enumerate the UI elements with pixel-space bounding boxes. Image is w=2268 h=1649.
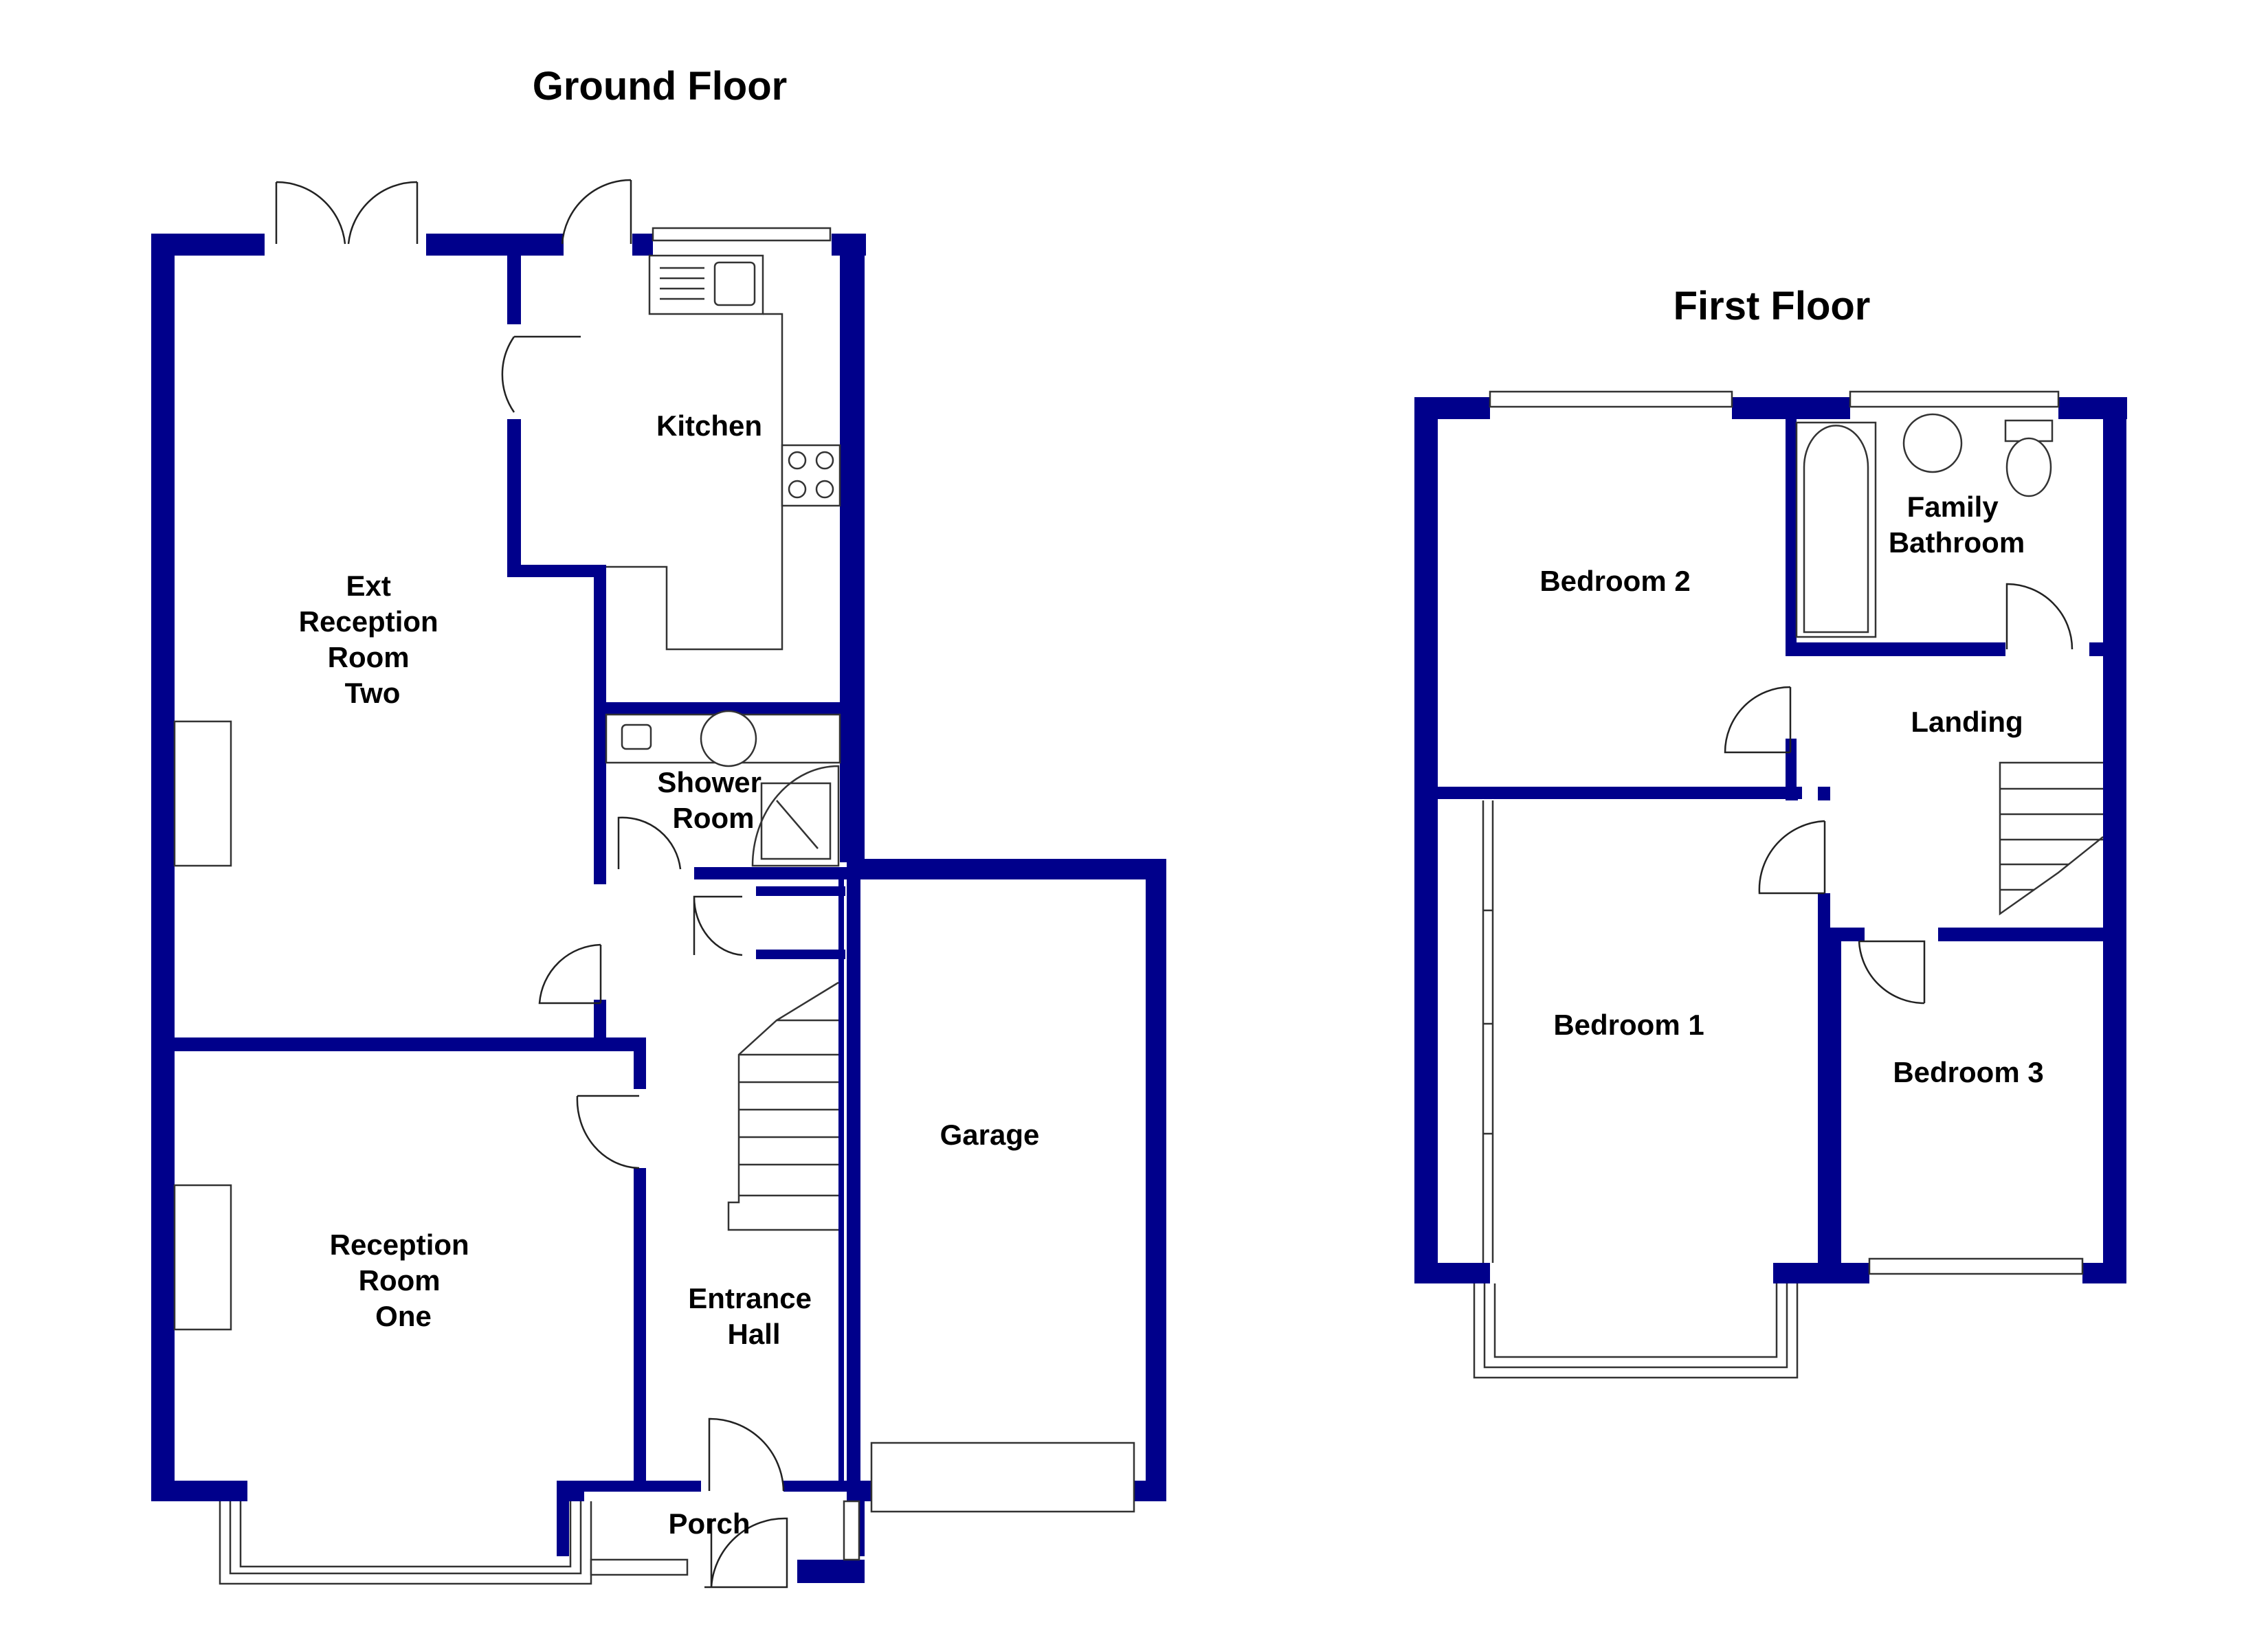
chimney-breast xyxy=(173,1184,232,1331)
ground-floor: Ground Floor xyxy=(151,64,1166,1589)
first-floor-fixtures xyxy=(1473,390,2104,1379)
bedroom-1-door-icon xyxy=(1758,820,1826,895)
bedroom-3-door-icon xyxy=(1858,940,1926,1005)
ground-floor-title: Ground Floor xyxy=(533,64,788,109)
reception-two-door-icon xyxy=(538,943,602,1005)
porch-side-window-icon xyxy=(843,1500,860,1561)
bedroom-1-bay-window-icon xyxy=(1473,1283,1799,1379)
room-label-bedroom-2: Bedroom 2 xyxy=(1539,565,1690,597)
french-doors-icon xyxy=(275,181,419,245)
shower-tray-icon xyxy=(751,765,840,867)
room-label-porch: Porch xyxy=(668,1507,750,1540)
wc-icon xyxy=(621,723,652,750)
kitchen-door-icon xyxy=(501,335,581,413)
bathroom-window-icon xyxy=(1849,390,2060,408)
first-floor-title: First Floor xyxy=(1674,284,1871,328)
bathroom-basin-icon xyxy=(1902,413,1963,473)
ground-floor-walls xyxy=(151,234,1166,1583)
room-label-bedroom-3: Bedroom 3 xyxy=(1893,1056,2043,1088)
room-label-kitchen: Kitchen xyxy=(656,410,762,442)
bedroom-2-window-icon xyxy=(1489,390,1733,408)
first-floor: First Floor xyxy=(1414,284,2127,1379)
ground-floor-labels: Ext Reception Room Two Kitchen Shower Ro… xyxy=(299,410,1040,1540)
ground-floor-fixtures xyxy=(173,179,1135,1589)
porch-door-icon xyxy=(704,1517,788,1589)
kitchen-window-icon xyxy=(652,227,832,242)
first-floor-stairs-icon xyxy=(1999,761,2104,916)
bay-window-icon xyxy=(219,1501,592,1585)
bedroom-3-window-icon xyxy=(1868,1257,2084,1275)
room-label-reception-one: Reception Room One xyxy=(330,1229,478,1332)
porch-window-icon xyxy=(590,1558,689,1576)
shower-room-door-icon xyxy=(617,816,682,870)
room-label-bedroom-1: Bedroom 1 xyxy=(1553,1009,1704,1041)
first-floor-walls xyxy=(1414,397,2127,1283)
room-label-family-bathroom: Family Bathroom xyxy=(1889,491,2025,559)
cupboard-door-icon xyxy=(693,895,743,956)
front-door-icon xyxy=(708,1417,785,1492)
kitchen-counter xyxy=(606,313,783,651)
reception-one-door-icon xyxy=(576,1095,640,1169)
wardrobe-icon xyxy=(1482,800,1494,1263)
bedroom-2-door-icon xyxy=(1724,686,1792,754)
room-label-garage: Garage xyxy=(940,1119,1040,1151)
chimney-breast xyxy=(173,720,232,867)
stairs-icon xyxy=(727,981,839,1231)
first-floor-labels: Bedroom 2 Family Bathroom Landing Bedroo… xyxy=(1539,491,2043,1088)
room-label-landing: Landing xyxy=(1911,706,2023,738)
room-label-ext-reception: Ext Reception Room Two xyxy=(299,570,447,709)
garage-door-icon xyxy=(870,1442,1135,1513)
bathroom-door-icon xyxy=(2005,583,2074,650)
shower-basin-icon xyxy=(700,710,757,767)
room-label-shower-room: Shower Room xyxy=(657,766,769,834)
kitchen-back-door-icon xyxy=(561,179,632,245)
room-label-entrance-hall: Entrance Hall xyxy=(688,1282,819,1350)
bath-icon xyxy=(1795,421,1877,638)
